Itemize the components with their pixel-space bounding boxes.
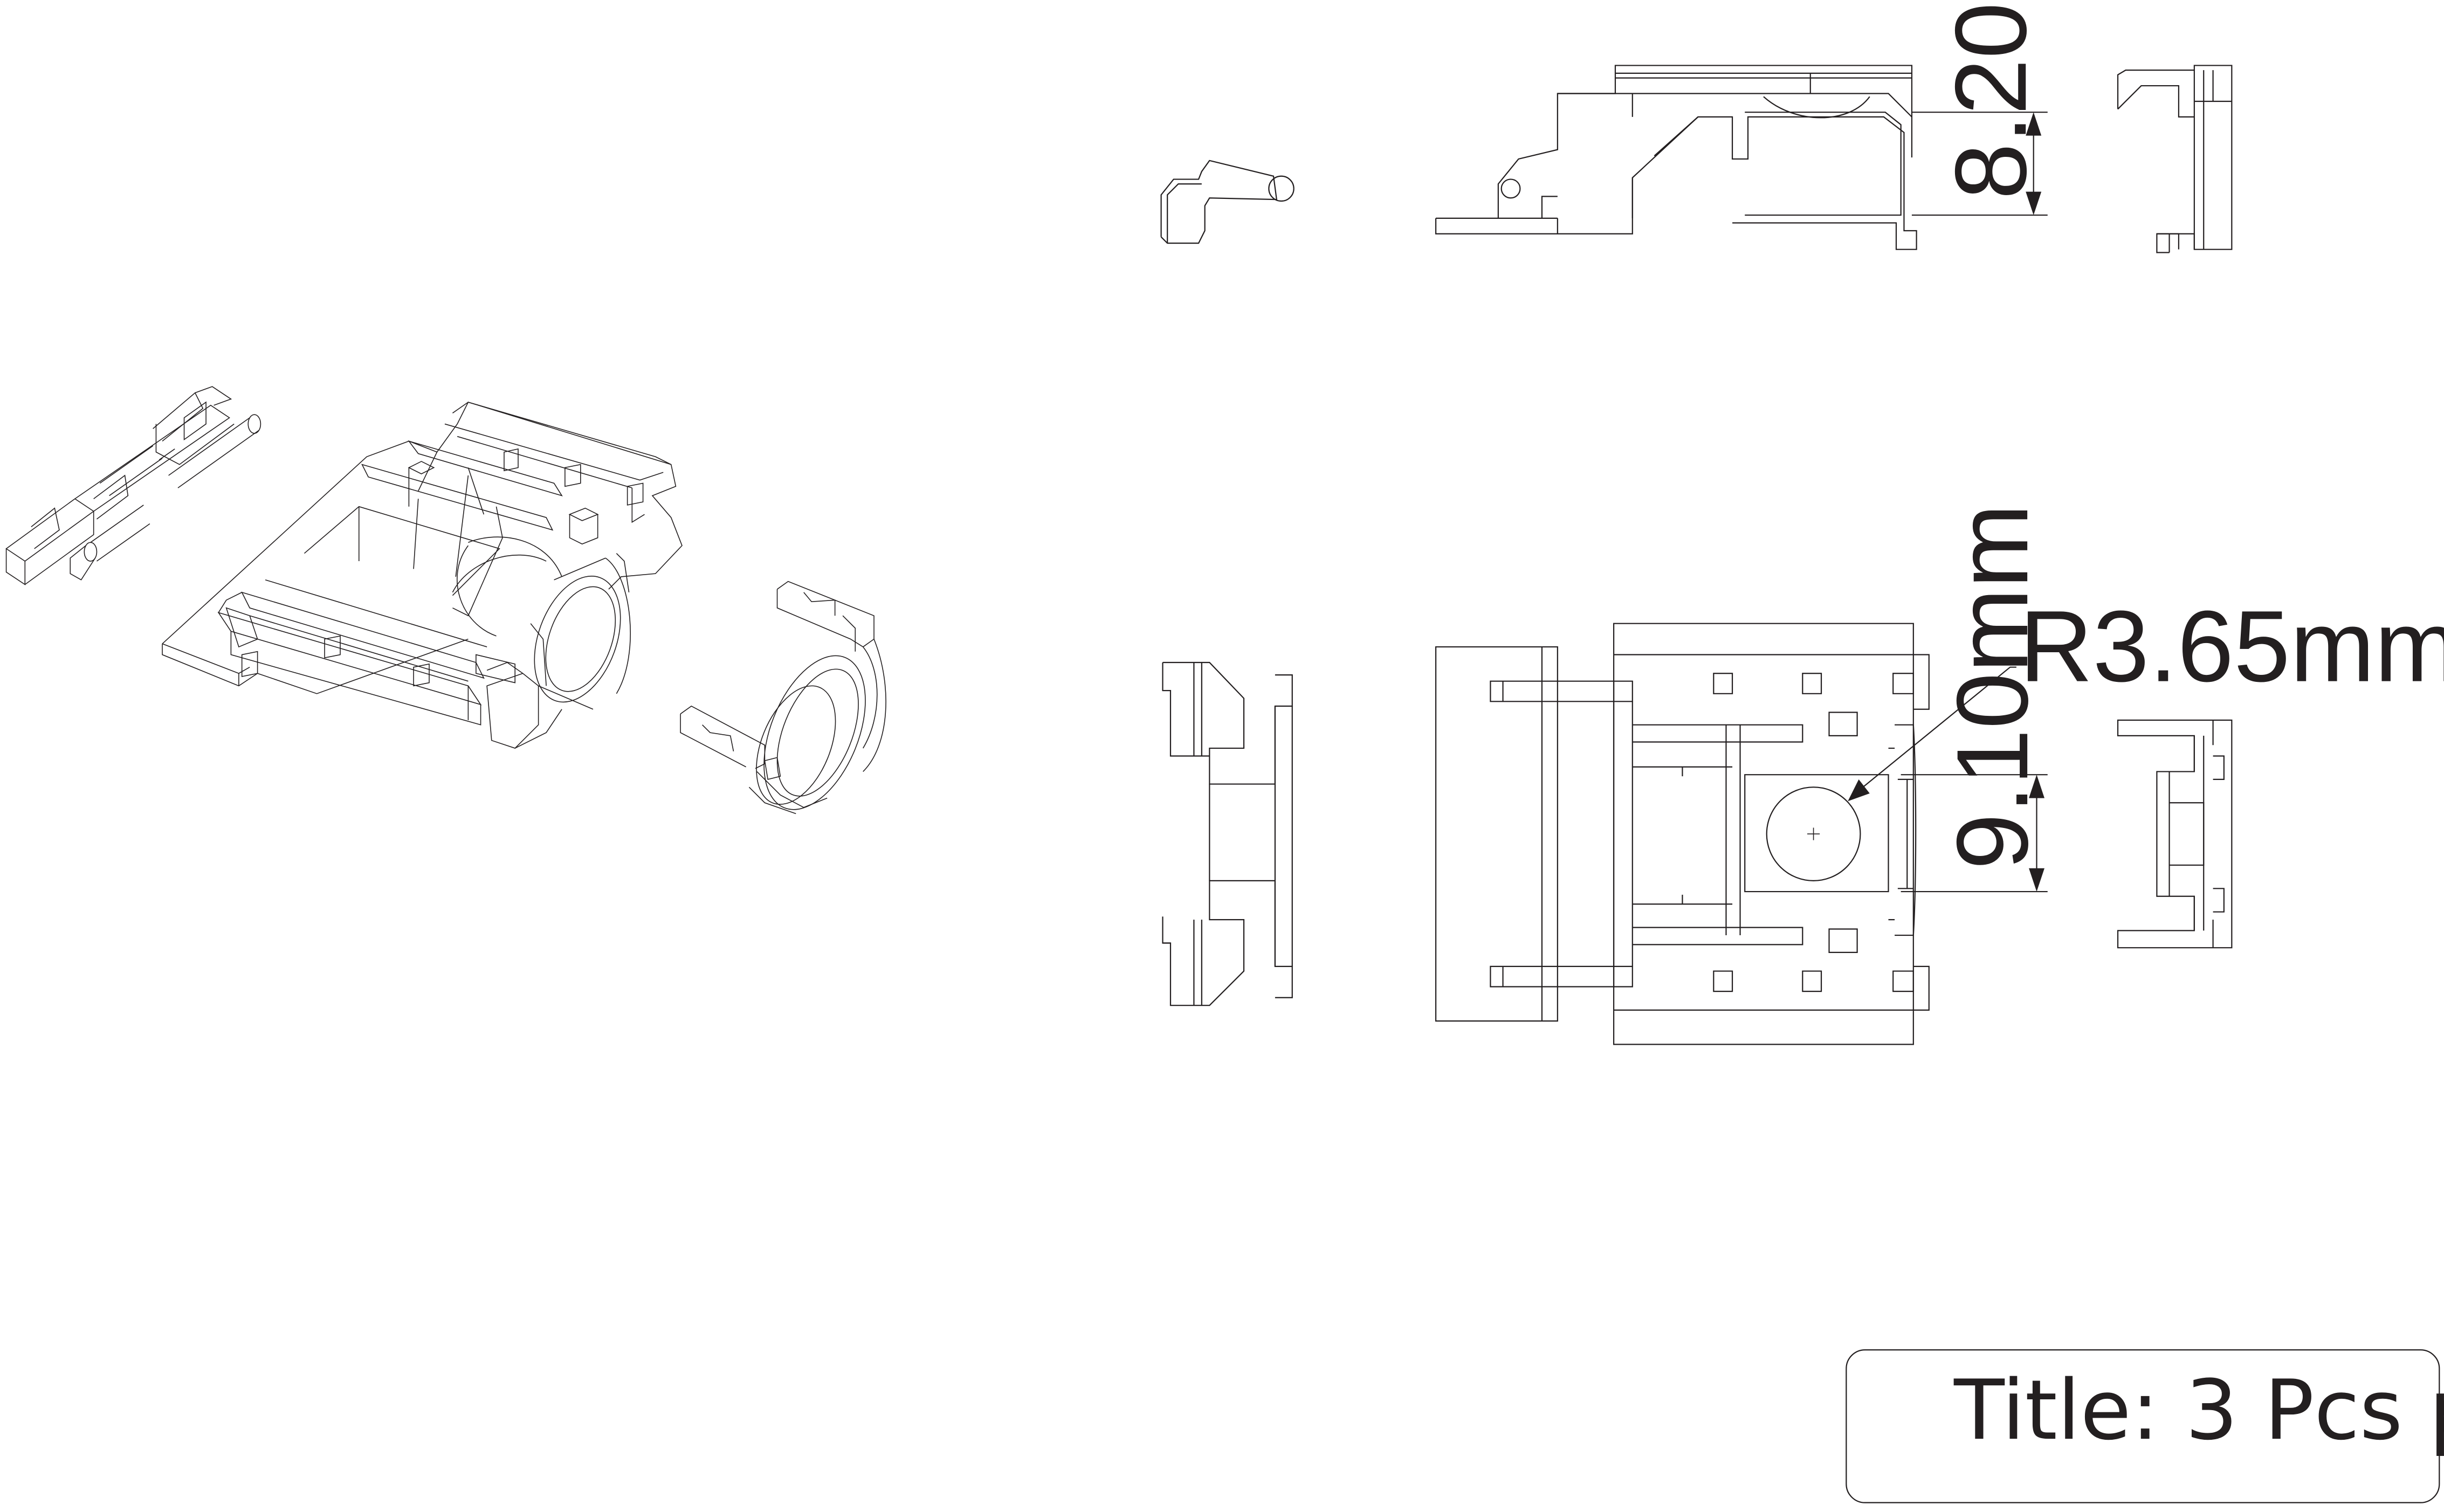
dimension-radius: R3.65mm (1848, 590, 2444, 802)
dimension-height-front: 9.10mm (1901, 504, 2049, 892)
dimension-label-height-front: 9.10mm (1936, 504, 2049, 870)
front-view-clip (2118, 720, 2232, 948)
iso-arm-part (6, 386, 261, 584)
title-block: Title: 3 Pcs pump part assembly (1846, 1350, 2444, 1502)
iso-main-body (162, 402, 682, 748)
side-view-main-body (1436, 65, 1917, 249)
front-view-main-body (1436, 624, 1929, 1045)
dimension-height-side: 8.20mm (1912, 0, 2048, 215)
title-block-title: Title: 3 Pcs pump part assembly (1953, 1363, 2444, 1459)
iso-ring-clip (680, 582, 886, 824)
dimension-label-radius: R3.65mm (2020, 590, 2444, 703)
side-view-arm (1161, 161, 1294, 243)
dimension-label-height-side: 8.20mm (1934, 0, 2047, 199)
side-view-clip (2118, 65, 2232, 252)
isometric-exploded-view (6, 386, 886, 824)
front-view-arm (1163, 662, 1292, 1005)
